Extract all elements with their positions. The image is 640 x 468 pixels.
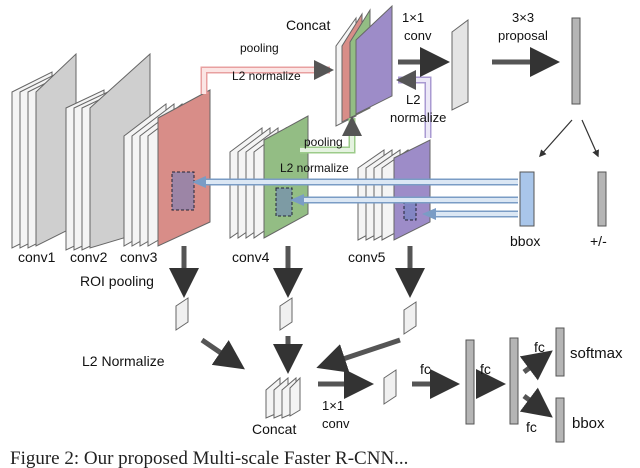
pooling-mid-label: pooling — [304, 135, 343, 149]
score-output-box — [597, 171, 607, 227]
conv5-to-concat-arrow-inner — [396, 70, 430, 138]
conv3-to-concat-arrow-bottom — [200, 337, 245, 370]
fc1-label: fc — [420, 361, 431, 377]
fc1-vector — [465, 339, 475, 425]
conv-1x1-top-label: 1×1 — [402, 10, 424, 25]
conv2-label: conv2 — [70, 249, 108, 265]
conv-1x1-feature-map — [451, 19, 469, 111]
conv4-label: conv4 — [232, 249, 270, 265]
conv5-pooled-feature — [403, 301, 417, 335]
l2-label: L2 — [406, 92, 420, 107]
conv3-label: conv3 — [120, 249, 158, 265]
conv-1x1-bottom-label: 1×1 — [322, 398, 344, 413]
l2-normalize-bottom-label: L2 Normalize — [82, 353, 165, 369]
bbox-bottom-label: bbox — [572, 415, 605, 432]
conv3-pooled-feature — [175, 297, 189, 331]
concat-bottom-label: Concat — [252, 421, 296, 437]
roi-feedback-arrows — [192, 176, 518, 220]
bbox-top-label: bbox — [510, 233, 540, 249]
conv4-to-concat-arrow-inner — [300, 116, 362, 152]
conv1-label: conv1 — [18, 249, 56, 265]
conv5-to-concat-arrow-bottom — [316, 337, 401, 373]
l2-normalize-top-label: L2 normalize — [232, 69, 301, 83]
fc3-label: fc — [534, 339, 545, 355]
conv5-to-concat-arrow — [398, 76, 432, 138]
fc4-label: fc — [526, 419, 537, 435]
pooling-top-label: pooling — [240, 41, 279, 55]
roi-pooling-label: ROI pooling — [80, 273, 154, 289]
normalize-label: normalize — [390, 110, 446, 125]
fc3-arrow — [519, 350, 553, 381]
conv5-label: conv5 — [348, 249, 386, 265]
figure-caption: Figure 2: Our proposed Multi-scale Faste… — [10, 448, 408, 468]
fc2-label: fc — [480, 361, 491, 377]
conv4-pooled-feature — [279, 297, 293, 331]
conv-bottom-feature — [383, 369, 397, 405]
proposal-3x3-label: 3×3 — [512, 10, 534, 25]
conv-bottom-label: conv — [322, 416, 350, 431]
bbox-output-box — [519, 171, 535, 227]
proposal-label: proposal — [498, 28, 548, 43]
plus-minus-label: +/- — [590, 233, 607, 249]
conv-top-label: conv — [404, 28, 432, 43]
conv5-layer-stack — [357, 139, 431, 241]
softmax-vector — [555, 327, 565, 377]
bottom-concat-block — [265, 376, 301, 419]
l2-normalize-mid-label: L2 normalize — [280, 161, 349, 175]
fc4-arrow — [519, 387, 553, 418]
proposal-to-score-arrow — [581, 119, 599, 158]
conv1-layer-stack — [11, 52, 77, 249]
concat-top-label: Concat — [286, 17, 330, 33]
proposal-to-bbox-arrow — [539, 119, 573, 158]
softmax-label: softmax — [570, 345, 623, 362]
proposal-vector — [571, 17, 581, 105]
fc2-vector — [509, 337, 519, 425]
top-concat-block — [335, 4, 393, 127]
conv3-to-concat-arrow-inner — [202, 60, 334, 94]
conv4-layer-stack — [229, 115, 309, 239]
conv3-layer-stack — [123, 89, 211, 247]
bbox-bottom-vector — [555, 397, 565, 443]
